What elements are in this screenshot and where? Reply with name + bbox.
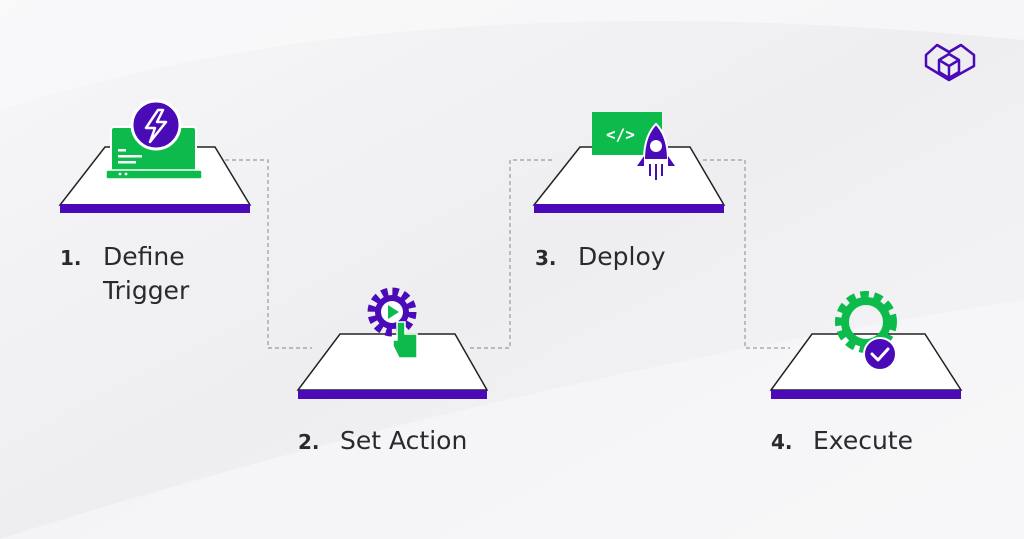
gear-play-hand-icon [367, 287, 418, 359]
step-3-label: Deploy [578, 242, 666, 271]
step-4-number: 4. [771, 430, 793, 454]
code-rocket-icon: </> [592, 112, 675, 180]
step-4-label: Execute [813, 426, 913, 455]
step-1-label-line2: Trigger [102, 276, 190, 305]
step-1-number: 1. [60, 246, 82, 270]
laptop-lightning-icon [105, 99, 203, 180]
step-2-label: Set Action [340, 426, 467, 455]
step-2-number: 2. [298, 430, 320, 454]
step-1-label-line1: Define [103, 242, 185, 271]
gear-check-icon [835, 291, 897, 371]
dashed-connectors [225, 159, 790, 349]
svg-text:</>: </> [606, 125, 635, 144]
step-3-number: 3. [535, 246, 557, 270]
cube-heart-logo [924, 43, 976, 82]
